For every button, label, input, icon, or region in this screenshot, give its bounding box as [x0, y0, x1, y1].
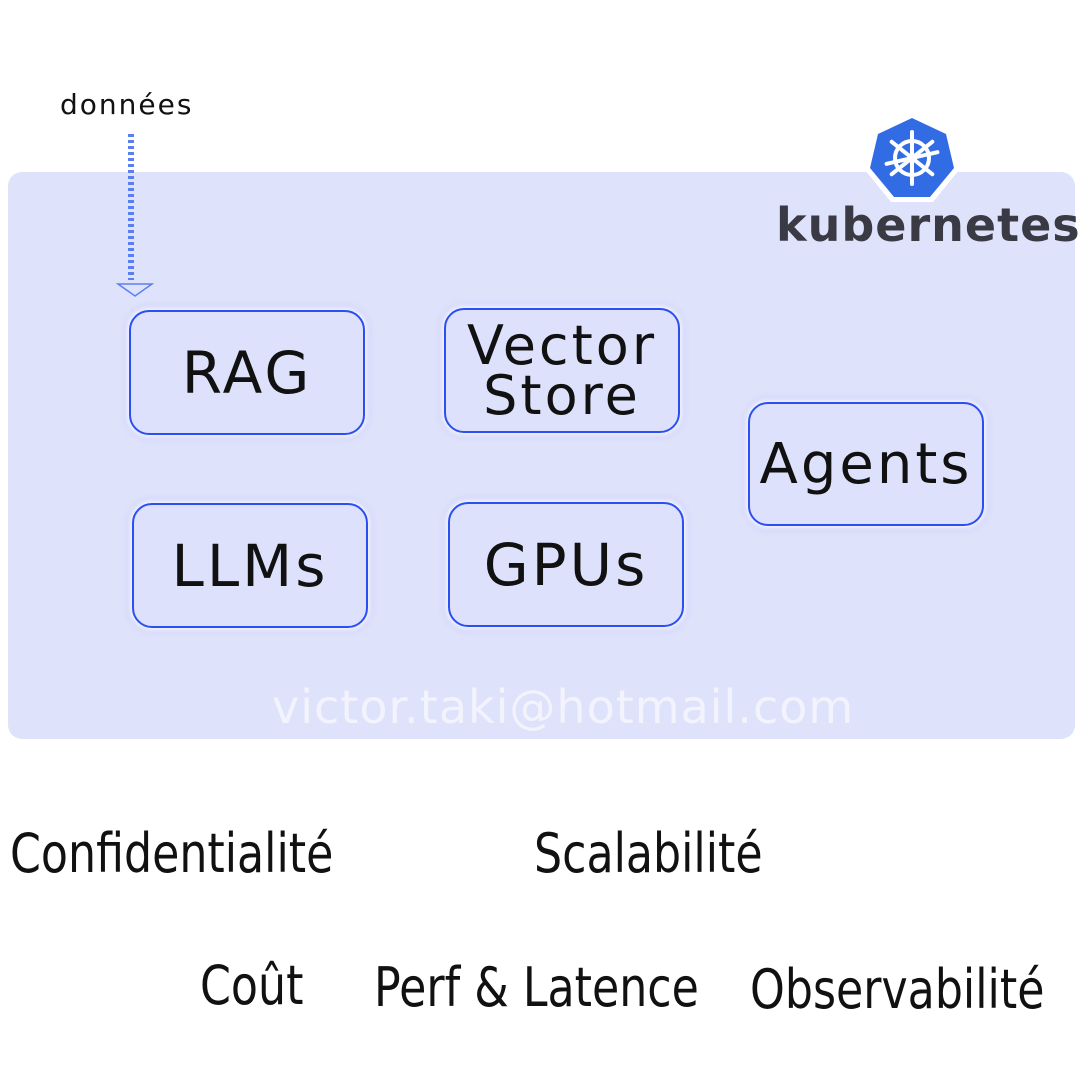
vector-store-node: Vector Store — [444, 308, 680, 433]
kubernetes-wordmark: kubernetes — [776, 198, 1080, 252]
concern-perf-latence: Perf & Latence — [374, 956, 699, 1019]
llms-node: LLMs — [132, 503, 368, 628]
data-input-label: données — [60, 88, 194, 121]
concern-confidentialite: Confidentialité — [10, 822, 334, 885]
email-watermark: victor.taki@hotmail.com — [272, 680, 855, 734]
concern-observabilite: Observabilité — [750, 958, 1045, 1021]
kubernetes-helm-icon — [865, 112, 959, 202]
gpus-node: GPUs — [448, 502, 684, 627]
data-flow-arrow — [115, 134, 155, 297]
concern-scalabilite: Scalabilité — [534, 822, 763, 885]
rag-node: RAG — [129, 310, 365, 435]
agents-label: Agents — [759, 431, 973, 497]
vector-store-label-line1: Vector — [466, 313, 658, 377]
vector-store-label-line2: Store — [483, 363, 641, 427]
gpus-label: GPUs — [483, 530, 649, 599]
concern-cout: Coût — [200, 954, 304, 1017]
agents-node: Agents — [748, 402, 984, 526]
llms-label: LLMs — [171, 531, 329, 600]
rag-label: RAG — [181, 338, 313, 407]
